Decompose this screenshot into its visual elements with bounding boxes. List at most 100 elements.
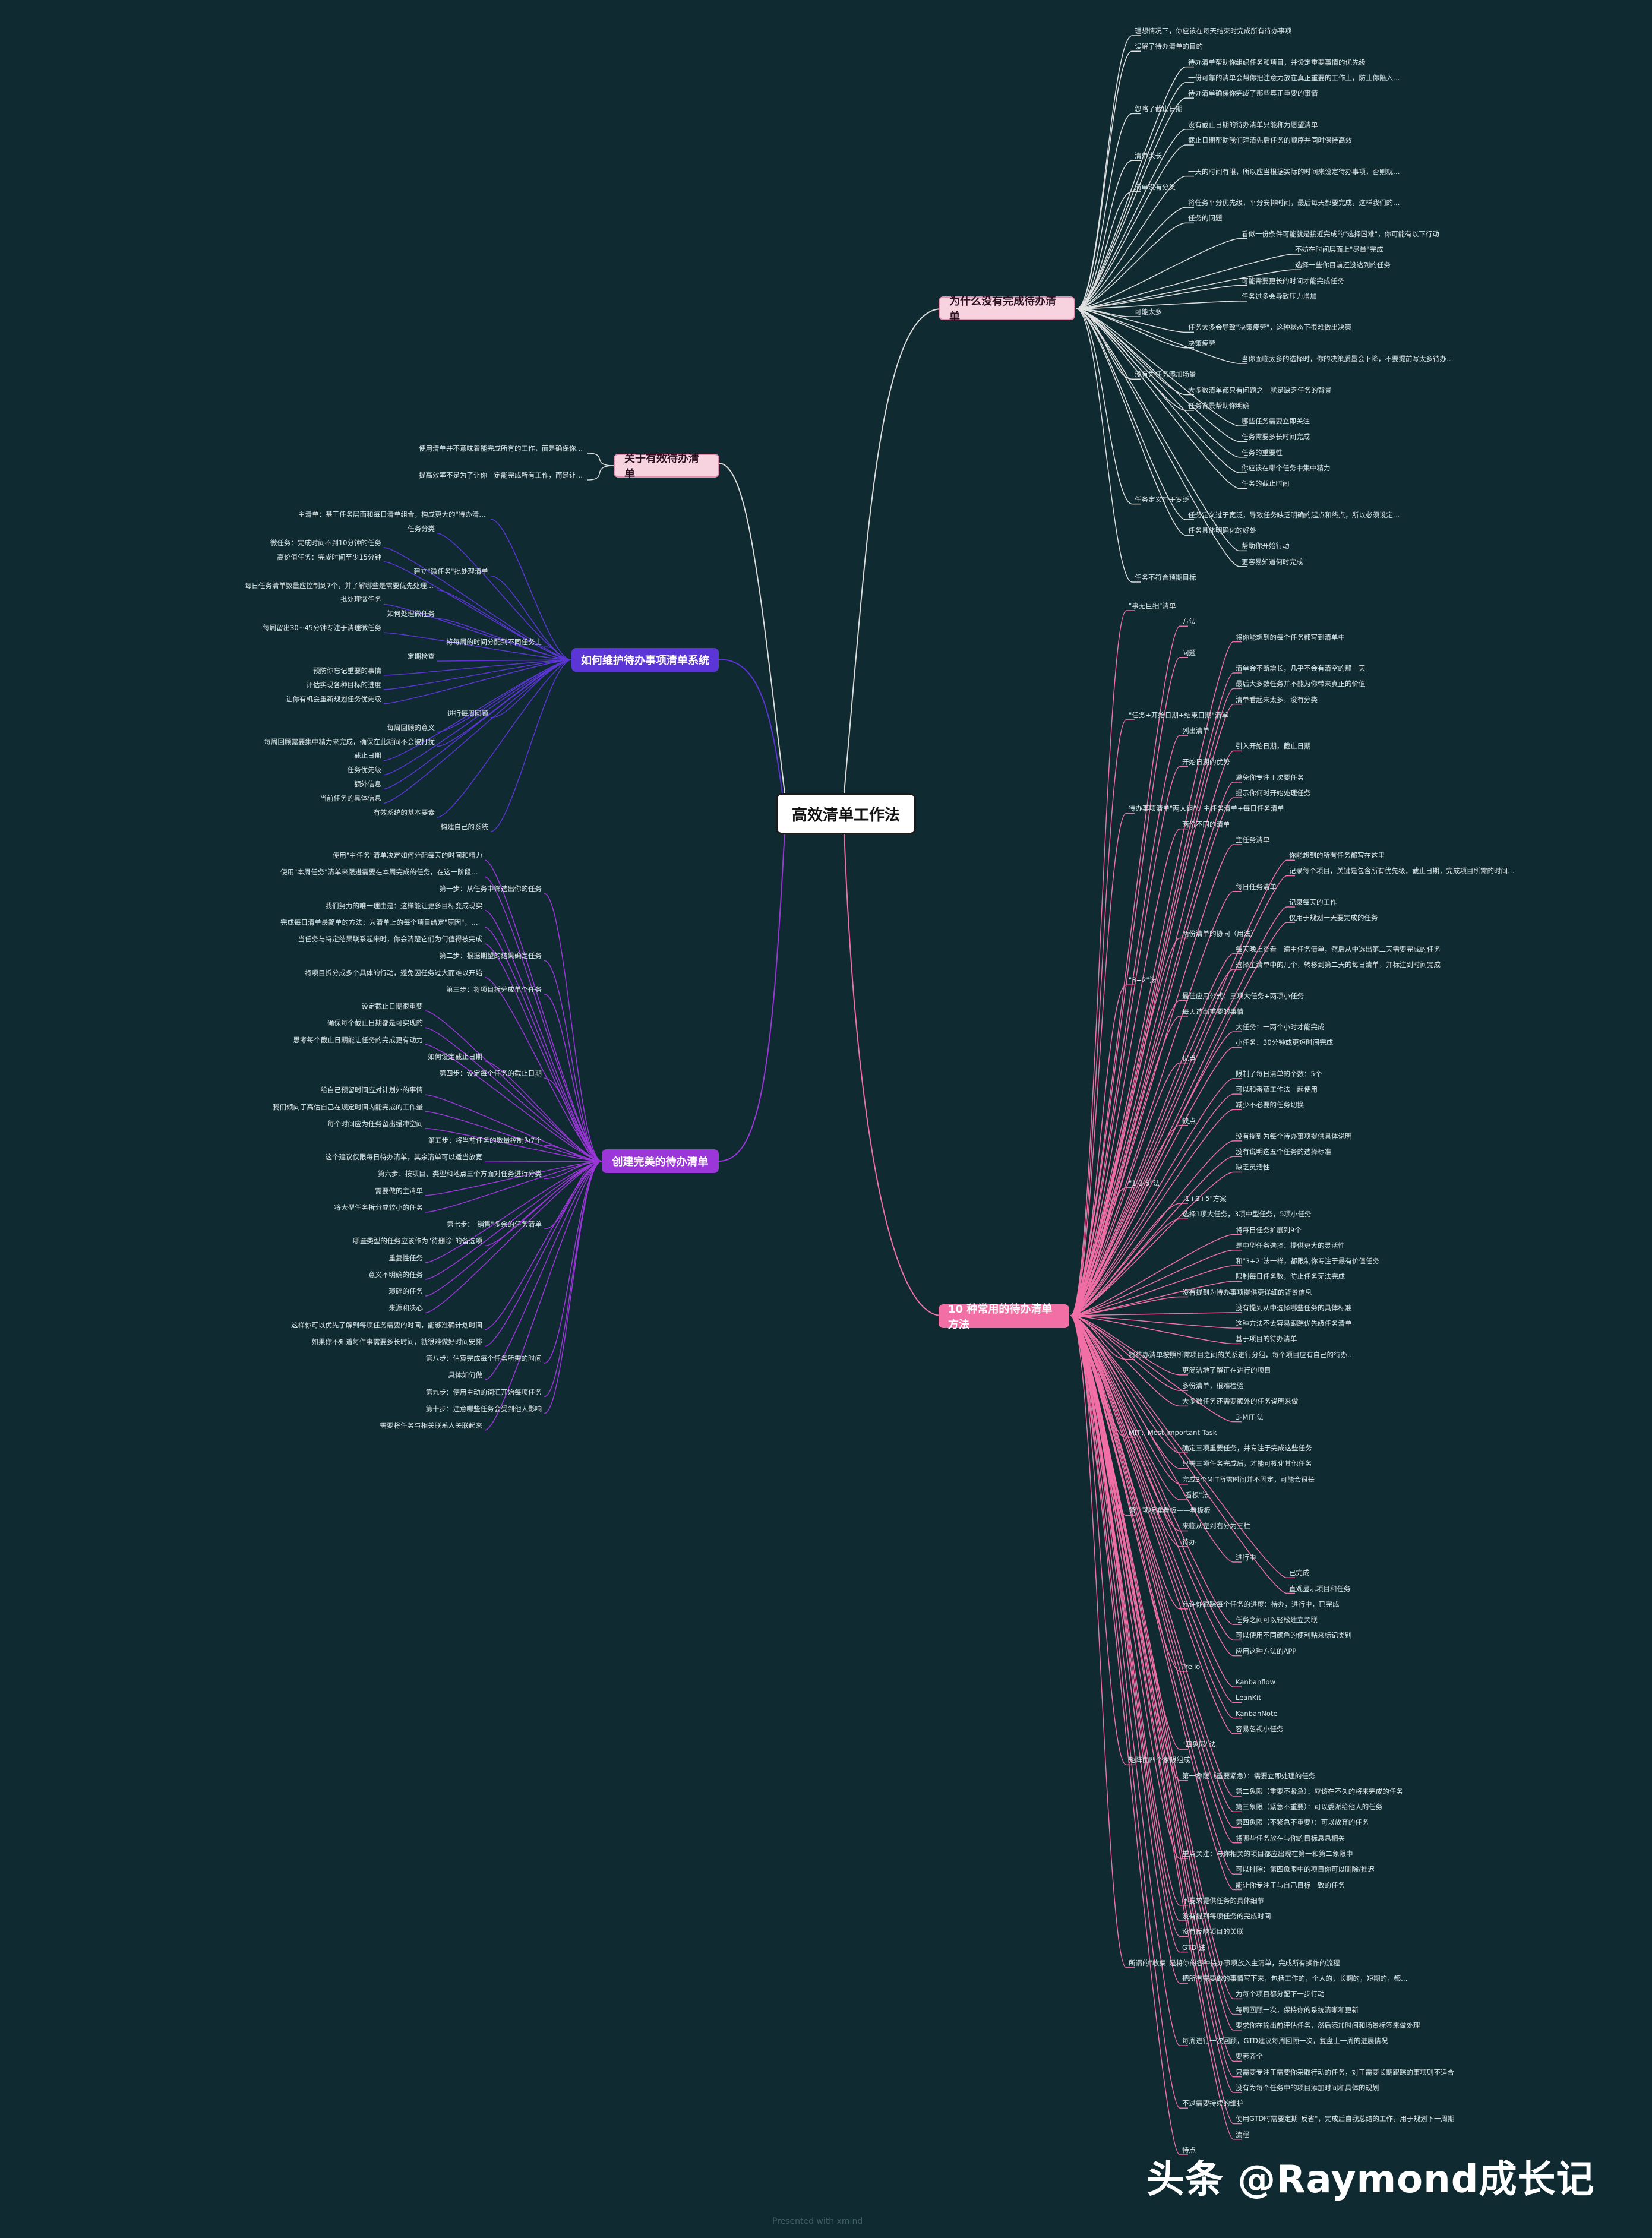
methods-node[interactable]: 不要求提供任务的具体细节 [1182,1896,1264,1905]
methods-node[interactable]: 第二象限（重要不紧急）：应该在不久的将来完成的任务 [1236,1787,1403,1796]
why-node[interactable]: 理想情况下，你应该在每天结束时完成所有待办事项 [1135,27,1292,35]
methods-node[interactable]: 清单看起来太多，没有分类 [1236,695,1318,704]
methods-node[interactable]: 两份不同的清单 [1182,820,1230,829]
methods-node[interactable]: 选择主清单中的几个，转移到第二天的每日清单，并标注到时间完成 [1236,960,1441,969]
maintain-node[interactable]: 每日任务清单数量应控制到7个，并了解哪些是需要优先处理的任务 [245,581,435,590]
methods-node[interactable]: 大多数任务还需要额外的任务说明来做 [1182,1397,1299,1406]
create-node[interactable]: 将大型任务拆分成较小的任务 [334,1203,424,1212]
maintain-node[interactable]: 构建自己的系统 [440,823,489,831]
methods-node[interactable]: 列出清单 [1182,726,1209,735]
why-node[interactable]: 任务的问题 [1188,214,1223,223]
methods-node[interactable]: 每天晚上查看一遍主任务清单，然后从中选出第二天需要完成的任务 [1236,944,1441,953]
create-node[interactable]: 需要将任务与相关联系人关联起来 [380,1421,483,1430]
why-node[interactable]: 任务的重要性 [1242,448,1283,457]
methods-node[interactable]: 来临从左到右分为三栏 [1182,1522,1250,1531]
methods-node[interactable]: LeanKit [1236,1693,1261,1702]
why-node[interactable]: 任务的截止时间 [1242,479,1290,488]
maintain-node[interactable]: 将每周的时间分配到不同任务上 [446,638,542,647]
why-node[interactable]: 截止日期帮助我们理清先后任务的顺序并同时保持高效 [1188,136,1352,144]
methods-node[interactable]: 容易忽视小任务 [1236,1724,1284,1733]
create-node[interactable]: 意义不明确的任务 [368,1270,423,1279]
methods-node[interactable]: MIT：Most Important Task [1129,1428,1217,1437]
why-node[interactable]: 不妨在时间层面上"尽量"完成 [1295,245,1383,254]
methods-node[interactable]: "3+2"法 [1129,976,1157,985]
create-node[interactable]: 给自己预留时间应对计划外的事情 [320,1086,424,1095]
create-node[interactable]: 需要做的主清单 [375,1186,424,1195]
methods-node[interactable]: "1+3+5"方案 [1182,1194,1227,1203]
methods-node[interactable]: 没有反映项目的关联 [1182,1927,1244,1936]
methods-node[interactable]: 记录每个项目，关键是包含所有优先级，截止日期，完成项目所需的时间以及与之关联的项… [1289,867,1515,875]
methods-node[interactable]: 提示你何时开始处理任务 [1236,789,1311,798]
maintain-node[interactable]: 批处理微任务 [340,595,381,604]
methods-node[interactable]: 更简洁地了解正在进行的项目 [1182,1365,1271,1374]
create-node[interactable]: 第一步：从任务中筛选出你的任务 [439,884,542,893]
methods-node[interactable]: 要求你在输出前评估任务，然后添加时间和场景标签来做处理 [1236,2021,1420,2030]
create-node[interactable]: 我们倾向于高估自己在规定时间内能完成的工作量 [273,1102,423,1111]
create-node[interactable]: 使用"主任务"清单决定如何分配每天的时间和精力 [332,851,482,859]
methods-node[interactable]: 每日任务清单 [1236,882,1277,891]
why-node[interactable]: 任务定义过于宽泛，导致任务缺乏明确的起点和终点，所以必须设定具体的任务目标 [1188,510,1402,519]
why-node[interactable]: 任务定义过于宽泛 [1135,495,1189,504]
methods-node[interactable]: 仅用于规划一天要完成的任务 [1289,913,1378,922]
methods-node[interactable]: 直观显示项目和任务 [1289,1584,1351,1593]
methods-node[interactable]: 没有为每个任务中的项目添加时间和具体的规划 [1236,2083,1379,2092]
methods-node[interactable]: 应用这种方法的APP [1236,1646,1297,1655]
methods-node[interactable]: 选择1项大任务，3项中型任务，5项小任务 [1182,1210,1312,1219]
maintain-node[interactable]: 当前任务的具体信息 [320,794,382,803]
methods-node[interactable]: 问题 [1182,648,1196,657]
methods-node[interactable]: 最后大多数任务并不能为你带来真正的价值 [1236,679,1366,688]
create-node[interactable]: 具体如何做 [448,1371,483,1380]
methods-node[interactable]: 方法 [1182,617,1196,626]
methods-node[interactable]: "看板"法 [1182,1490,1209,1499]
why-node[interactable]: 任务不符合预期目标 [1135,573,1196,581]
methods-node[interactable]: 没有提到从中选择哪些任务的具体标准 [1236,1303,1352,1312]
methods-node[interactable]: 限制每日任务数，防止任务无法完成 [1236,1272,1345,1281]
maintain-node[interactable]: 进行每周回顾 [447,709,488,717]
methods-node[interactable]: 记录每天的工作 [1289,897,1337,906]
methods-node[interactable]: 缺点 [1182,1116,1196,1125]
create-node[interactable]: 当任务与特定结果联系起来时，你会清楚它们为何值得被完成 [298,935,483,944]
methods-node[interactable]: 流程 [1236,2130,1249,2139]
create-node[interactable]: 第八步：估算完成每个任务所需的时间 [425,1354,542,1363]
create-node[interactable]: 第六步：按项目、类型和地点三个方面对任务进行分类 [378,1169,542,1178]
why-node[interactable]: 将任务平分优先级，平分安排时间，最后每天都要完成，这样我们的生产力会更高 [1188,198,1402,207]
why-node[interactable]: 没有截止日期的待办清单只能称为愿望清单 [1188,120,1318,129]
why-node[interactable]: 待办清单帮助你组织任务和项目，并设定重要事情的优先级 [1188,58,1366,67]
methods-node[interactable]: 开始日期的优势 [1182,757,1230,766]
maintain-node[interactable]: 让你有机会重新规划任务优先级 [286,694,381,703]
topic-create-perfect-list[interactable]: 创建完美的待办清单 [602,1149,719,1173]
methods-node[interactable]: 待办事项清单"两人组"：主任务清单+每日任务清单 [1129,804,1284,813]
create-node[interactable]: 第七步："销售"多余的任务清单 [446,1220,542,1229]
methods-node[interactable]: 你能想到的所有任务都写在这里 [1289,851,1385,860]
maintain-node[interactable]: 定期检查 [408,652,435,661]
create-node[interactable]: 第三步：将项目拆分成单个任务 [446,985,542,994]
methods-node[interactable]: 要素齐全 [1236,2052,1263,2061]
why-node[interactable]: 可能需要更长的时间才能完成任务 [1242,276,1344,285]
why-node[interactable]: 任务背景帮助你明确 [1188,401,1250,410]
methods-node[interactable]: 缺乏灵活性 [1236,1163,1270,1172]
methods-node[interactable]: 主任务清单 [1236,835,1270,844]
maintain-node[interactable]: 额外信息 [354,780,381,789]
methods-node[interactable]: 限制了每日清单的个数：5个 [1236,1069,1322,1078]
methods-node[interactable]: 可以排除：第四象限中的项目你可以删除/推迟 [1236,1865,1375,1874]
methods-node[interactable]: 每周回顾一次，保持你的系统清晰和更新 [1236,2005,1359,2014]
methods-node[interactable]: 所谓的"收集"是将你的各种待办事项放入主清单，完成所有操作的流程 [1129,1958,1340,1967]
methods-node[interactable]: 不过需要持续的维护 [1182,2099,1244,2108]
methods-node[interactable]: 每天选出重要的事情 [1182,1007,1244,1016]
methods-node[interactable]: 允许你跟踪每个任务的进度：待办，进行中，已完成 [1182,1600,1340,1608]
methods-node[interactable]: 完成3个MIT所需时间并不固定，可能会很长 [1182,1475,1315,1484]
methods-node[interactable]: 把所有需要做的事情写下来，包括工作的，个人的，长期的，短期的，都整理到清单里 [1182,1974,1408,1983]
create-node[interactable]: 这个建议仅限每日待办清单，其余清单可以适当放宽 [325,1153,483,1162]
methods-node[interactable]: Kanbanflow [1236,1678,1275,1687]
methods-node[interactable]: 引入开始日期，截止日期 [1236,742,1311,751]
create-node[interactable]: 第九步：使用主动的词汇开始每项任务 [425,1387,542,1396]
maintain-node[interactable]: 有效系统的基本要素 [373,808,435,817]
methods-node[interactable]: 只需要专注于需要你采取行动的任务，对于需要长期跟踪的事项则不适合 [1236,2068,1454,2076]
create-node[interactable]: 确保每个截止日期都是可实现的 [327,1019,423,1028]
methods-node[interactable]: 重点关注：与你相关的项目都应出现在第一和第二象限中 [1182,1850,1353,1858]
why-node[interactable]: 你应该在哪个任务中集中精力 [1242,464,1331,472]
why-node[interactable]: 忽略了截止日期 [1135,105,1183,113]
methods-node[interactable]: 第三象限（紧急不重要）：可以委派给他人的任务 [1236,1803,1383,1812]
create-node[interactable]: 重复性任务 [388,1253,424,1262]
methods-node[interactable]: "四象限"法 [1182,1740,1216,1749]
